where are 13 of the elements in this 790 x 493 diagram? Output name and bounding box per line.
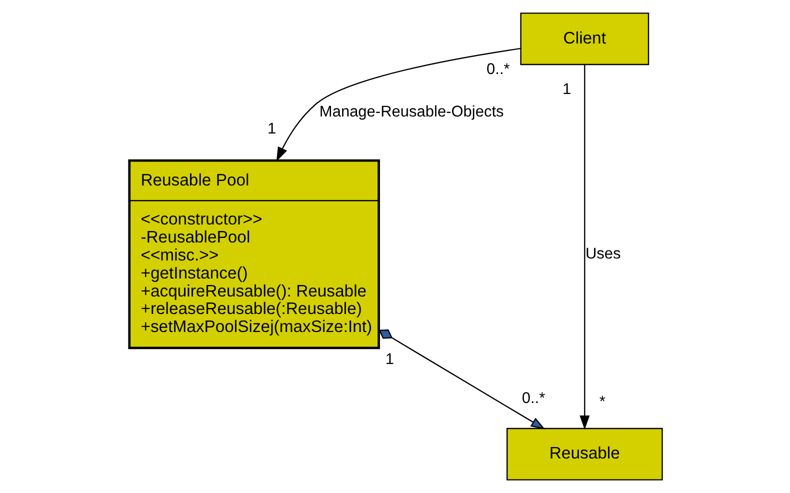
arrow	[579, 64, 590, 430]
arrow	[378, 329, 545, 430]
arrow	[276, 48, 520, 162]
label: 1	[562, 81, 571, 98]
node-box: Client	[520, 12, 649, 66]
node-box: Reusable	[506, 428, 662, 480]
label: 1	[267, 120, 276, 138]
label: 1	[384, 350, 394, 368]
label: 0..*	[486, 60, 510, 78]
edge-label: Uses	[584, 245, 620, 262]
edge-label: Manage-Reusable-Objects	[318, 103, 504, 120]
label: 0..*	[521, 390, 545, 408]
label: *	[598, 394, 605, 411]
